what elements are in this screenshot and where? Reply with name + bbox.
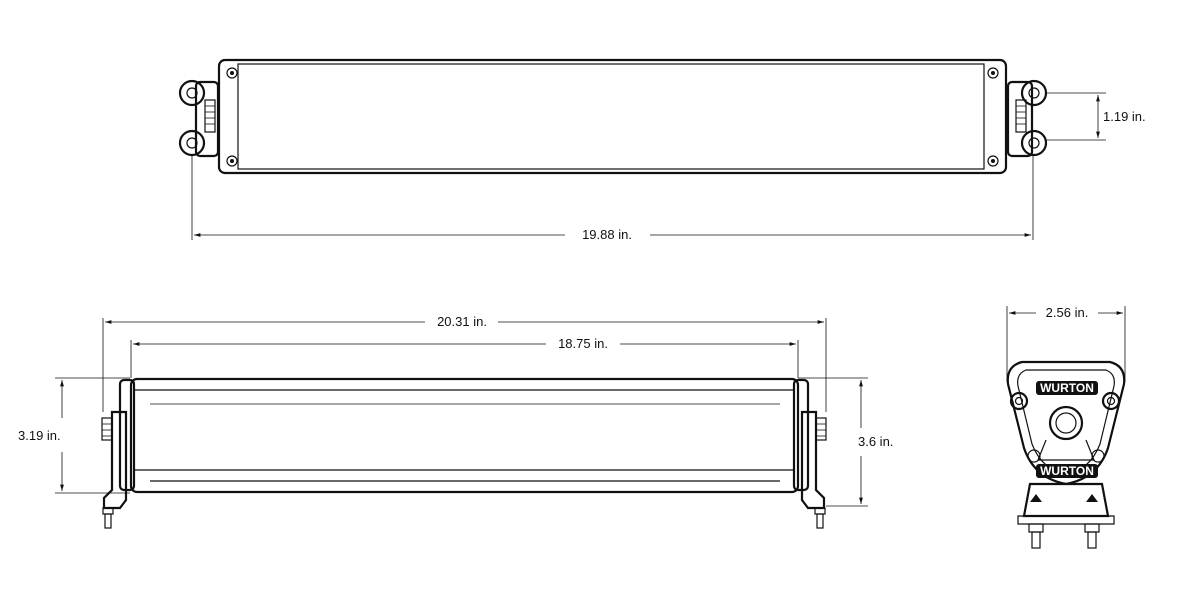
dim-front-overall: 20.31 in. [437, 314, 487, 329]
front-view: 20.31 in. 18.75 in. 3.19 in. 3.6 in. [18, 314, 893, 529]
side-logo-top [1036, 381, 1098, 395]
top-view: 19.88 in. 1.19 in. [178, 58, 1146, 242]
front-right-bracket [792, 378, 827, 529]
dim-front-height-right: 3.6 in. [858, 434, 893, 449]
top-right-bracket [1006, 79, 1048, 158]
front-left-bracket [101, 378, 136, 529]
dim-front-height-left: 3.19 in. [18, 428, 61, 443]
front-housing [129, 377, 800, 494]
top-left-bracket [178, 79, 220, 158]
dim-top-bracket-spacing: 1.19 in. [1103, 109, 1146, 124]
side-logo-bottom [1036, 464, 1098, 478]
side-mount-bolts [1028, 494, 1100, 549]
side-pivot [1048, 405, 1084, 441]
dim-front-housing: 18.75 in. [558, 336, 608, 351]
top-housing [217, 58, 1008, 175]
logo-bottom-text: WURTON [1040, 464, 1094, 478]
side-view: WURTON WURTON 2.56 in. [1006, 305, 1126, 549]
dim-top-overall: 19.88 in. [582, 227, 632, 242]
dim-side-width: 2.56 in. [1046, 305, 1089, 320]
top-housing-screws [226, 67, 999, 167]
top-housing-inner [237, 63, 985, 170]
logo-top-text: WURTON [1040, 381, 1094, 395]
